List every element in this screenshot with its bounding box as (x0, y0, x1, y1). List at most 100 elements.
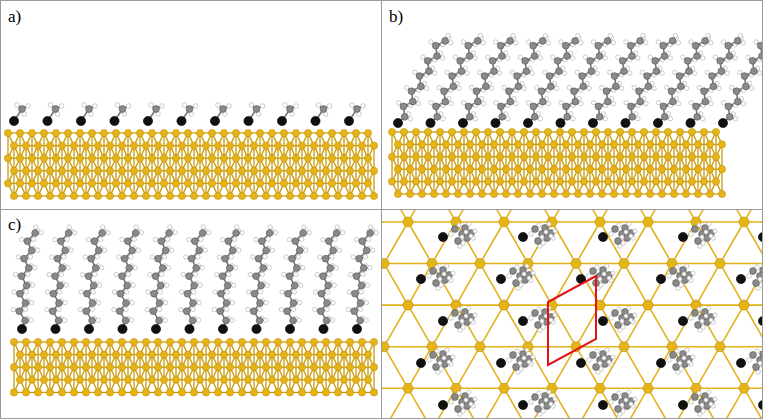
carbon-atom (499, 113, 506, 120)
gold-atom (640, 178, 647, 185)
gold-atom (88, 155, 95, 162)
gold-atom (202, 142, 209, 149)
gold-atom (304, 155, 311, 162)
hydrogen-atom (413, 70, 417, 74)
carbon-atom (465, 42, 472, 49)
gold-atom (586, 166, 593, 173)
gold-atom (346, 142, 353, 149)
hydrogen-atom (457, 86, 461, 90)
gold-atom (430, 141, 437, 148)
gold-atom (526, 141, 533, 148)
gold-atom (82, 167, 89, 174)
gold-atom (532, 128, 539, 135)
hydrogen-atom (316, 103, 321, 108)
carbon-atom (554, 57, 561, 64)
hydrogen-atom (543, 33, 547, 37)
gold-atom (664, 153, 671, 160)
gold-atom (358, 192, 365, 199)
gold-atom (124, 129, 131, 136)
hydrogen-atom (559, 40, 563, 44)
gold-atom (520, 178, 527, 185)
hydrogen-atom (551, 55, 555, 59)
carbon-atom (491, 68, 498, 75)
carbon-atom (186, 106, 193, 113)
gold-atom (430, 166, 437, 173)
gold-atom (142, 167, 149, 174)
gold-atom (460, 178, 467, 185)
hydrogen-atom (530, 71, 534, 75)
gold-atom (166, 167, 173, 174)
gold-atom (262, 167, 269, 174)
carbon-atom (442, 98, 449, 105)
gold-atom (460, 128, 467, 135)
hydrogen-atom (445, 70, 449, 74)
gold-atom (22, 192, 29, 199)
gold-atom (76, 155, 83, 162)
gold-atom (514, 190, 521, 197)
hydrogen-atom (216, 103, 221, 108)
carbon-atom (220, 106, 227, 113)
hydrogen-atom (494, 101, 498, 105)
carbon-atom (538, 88, 545, 95)
hydrogen-atom (441, 56, 445, 60)
gold-atom (490, 190, 497, 197)
gold-atom (172, 155, 179, 162)
gold-atom (688, 153, 695, 160)
gold-atom (352, 155, 359, 162)
gold-atom (172, 129, 179, 136)
gold-atom (148, 180, 155, 187)
hydrogen-atom (453, 55, 457, 59)
hydrogen-atom (48, 103, 53, 108)
gold-atom (418, 141, 425, 148)
gold-atom (418, 190, 425, 197)
gold-atom (100, 180, 107, 187)
gold-atom (22, 142, 29, 149)
hydrogen-atom (546, 101, 550, 105)
gold-atom (628, 128, 635, 135)
carbon-atom (531, 113, 538, 120)
gold-atom (622, 166, 629, 173)
gold-atom (598, 190, 605, 197)
gold-atom (574, 141, 581, 148)
gold-atom (604, 178, 611, 185)
gold-atom (130, 167, 137, 174)
gold-atom (490, 141, 497, 148)
hydrogen-atom (497, 71, 501, 75)
gold-atom (340, 155, 347, 162)
gold-atom (4, 180, 11, 187)
gold-atom (550, 190, 557, 197)
gold-atom (94, 167, 101, 174)
gold-atom (196, 155, 203, 162)
gold-atom (622, 190, 629, 197)
gold-atom (706, 190, 713, 197)
hydrogen-atom (227, 104, 232, 109)
gold-bonds (392, 132, 722, 194)
gold-atom (520, 128, 527, 135)
gold-atom (292, 180, 299, 187)
hydrogen-atom (494, 40, 498, 44)
gold-atom (286, 167, 293, 174)
gold-atom (550, 141, 557, 148)
gold-atom (658, 141, 665, 148)
gold-atom (442, 166, 449, 173)
gold-atom (496, 153, 503, 160)
gold-atom (70, 142, 77, 149)
gold-atom (214, 142, 221, 149)
gold-atom (34, 167, 41, 174)
gold-atom (682, 166, 689, 173)
gold-atom (424, 153, 431, 160)
gold-atom (472, 153, 479, 160)
carbon-atom (458, 68, 465, 75)
gold-atom (316, 155, 323, 162)
gold-atom (472, 128, 479, 135)
sulfur-atom (523, 118, 532, 127)
gold-atom (508, 128, 515, 135)
gold-atom (148, 129, 155, 136)
carbon-atom (506, 88, 513, 95)
gold-atom (388, 128, 395, 135)
hydrogen-atom (361, 104, 366, 109)
gold-atom (646, 141, 653, 148)
gold-atom (436, 178, 443, 185)
carbon-atom (434, 53, 441, 60)
gold-atom (178, 142, 185, 149)
